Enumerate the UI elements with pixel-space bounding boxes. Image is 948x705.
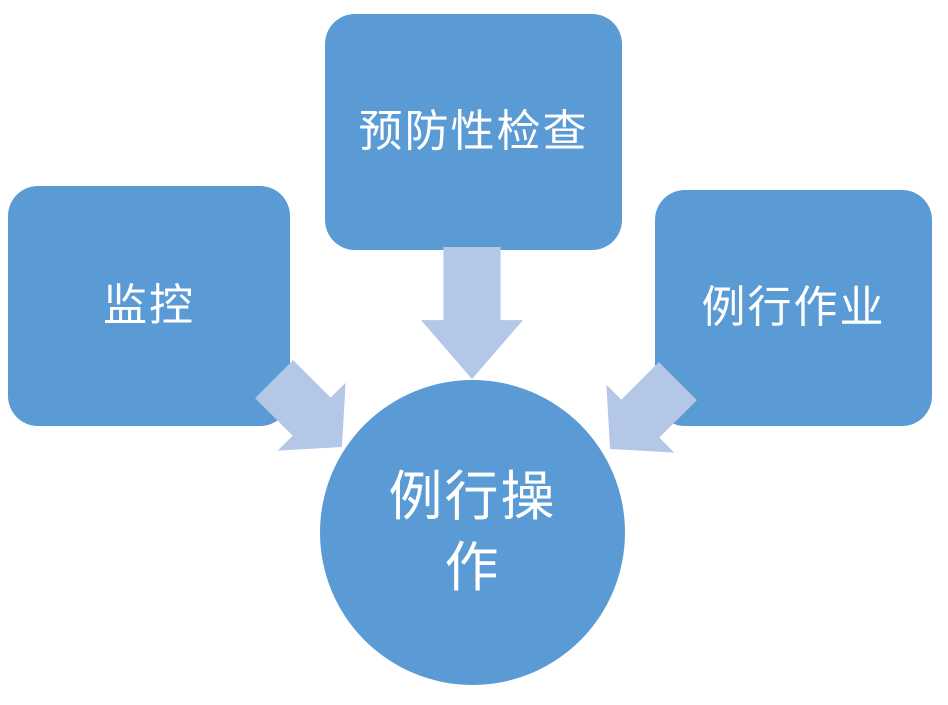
- arrow-down-right-icon: [255, 360, 346, 451]
- node-monitoring-label: 监控: [103, 280, 195, 330]
- node-routine-operation-label: 例行操作: [388, 467, 557, 598]
- node-preventive-inspection: 预防性检查: [325, 14, 622, 250]
- arrow-down-icon: [421, 247, 523, 379]
- node-preventive-inspection-label: 预防性检查: [358, 106, 589, 156]
- node-monitoring: 监控: [8, 186, 290, 426]
- node-routine-work-label: 例行作业: [701, 282, 886, 332]
- arrow-down-left-icon: [606, 362, 697, 453]
- arrow-preventive-to-operation-icon: [421, 247, 523, 379]
- arrow-routine-work-to-operation-icon: [606, 362, 697, 453]
- node-routine-work: 例行作业: [655, 190, 932, 426]
- arrow-monitoring-to-operation-icon: [255, 360, 346, 451]
- node-routine-operation: 例行操作: [320, 380, 625, 685]
